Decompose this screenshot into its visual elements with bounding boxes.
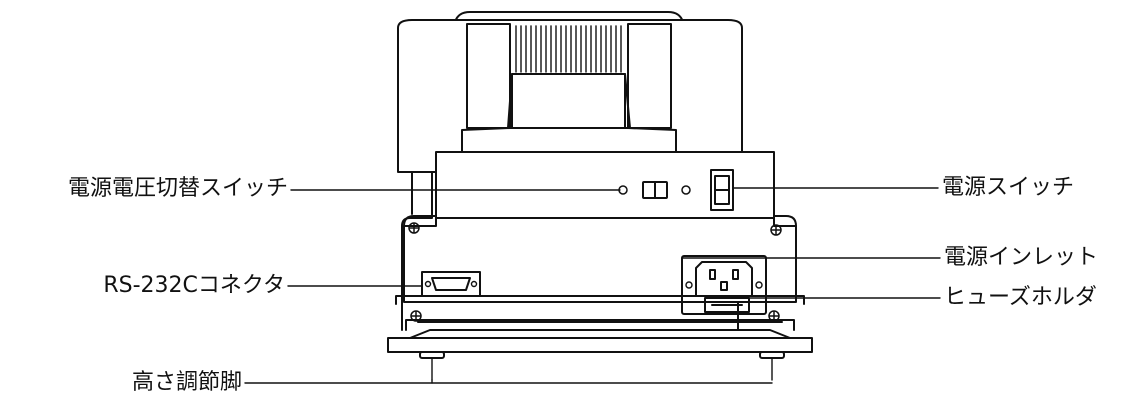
screws [408, 222, 782, 322]
ventilation-slots [507, 25, 631, 129]
upper-housing [397, 11, 743, 179]
fuse-holder [704, 297, 750, 313]
label-power-inlet: 電源インレット [944, 245, 1099, 270]
label-rs232c-connector: RS-232Cコネクタ [103, 273, 285, 298]
power-inlet [681, 255, 767, 315]
rs232c-connector [421, 271, 481, 297]
power-switch [710, 169, 734, 211]
label-voltage-selector-switch: 電源電圧切替スイッチ [67, 176, 288, 201]
leader-lines [244, 187, 941, 384]
lower-body [387, 151, 813, 353]
label-leveling-feet: 高さ調節脚 [131, 370, 242, 395]
label-fuse-holder: ヒューズホルダ [944, 285, 1097, 310]
label-power-switch: 電源スイッチ [942, 175, 1075, 200]
